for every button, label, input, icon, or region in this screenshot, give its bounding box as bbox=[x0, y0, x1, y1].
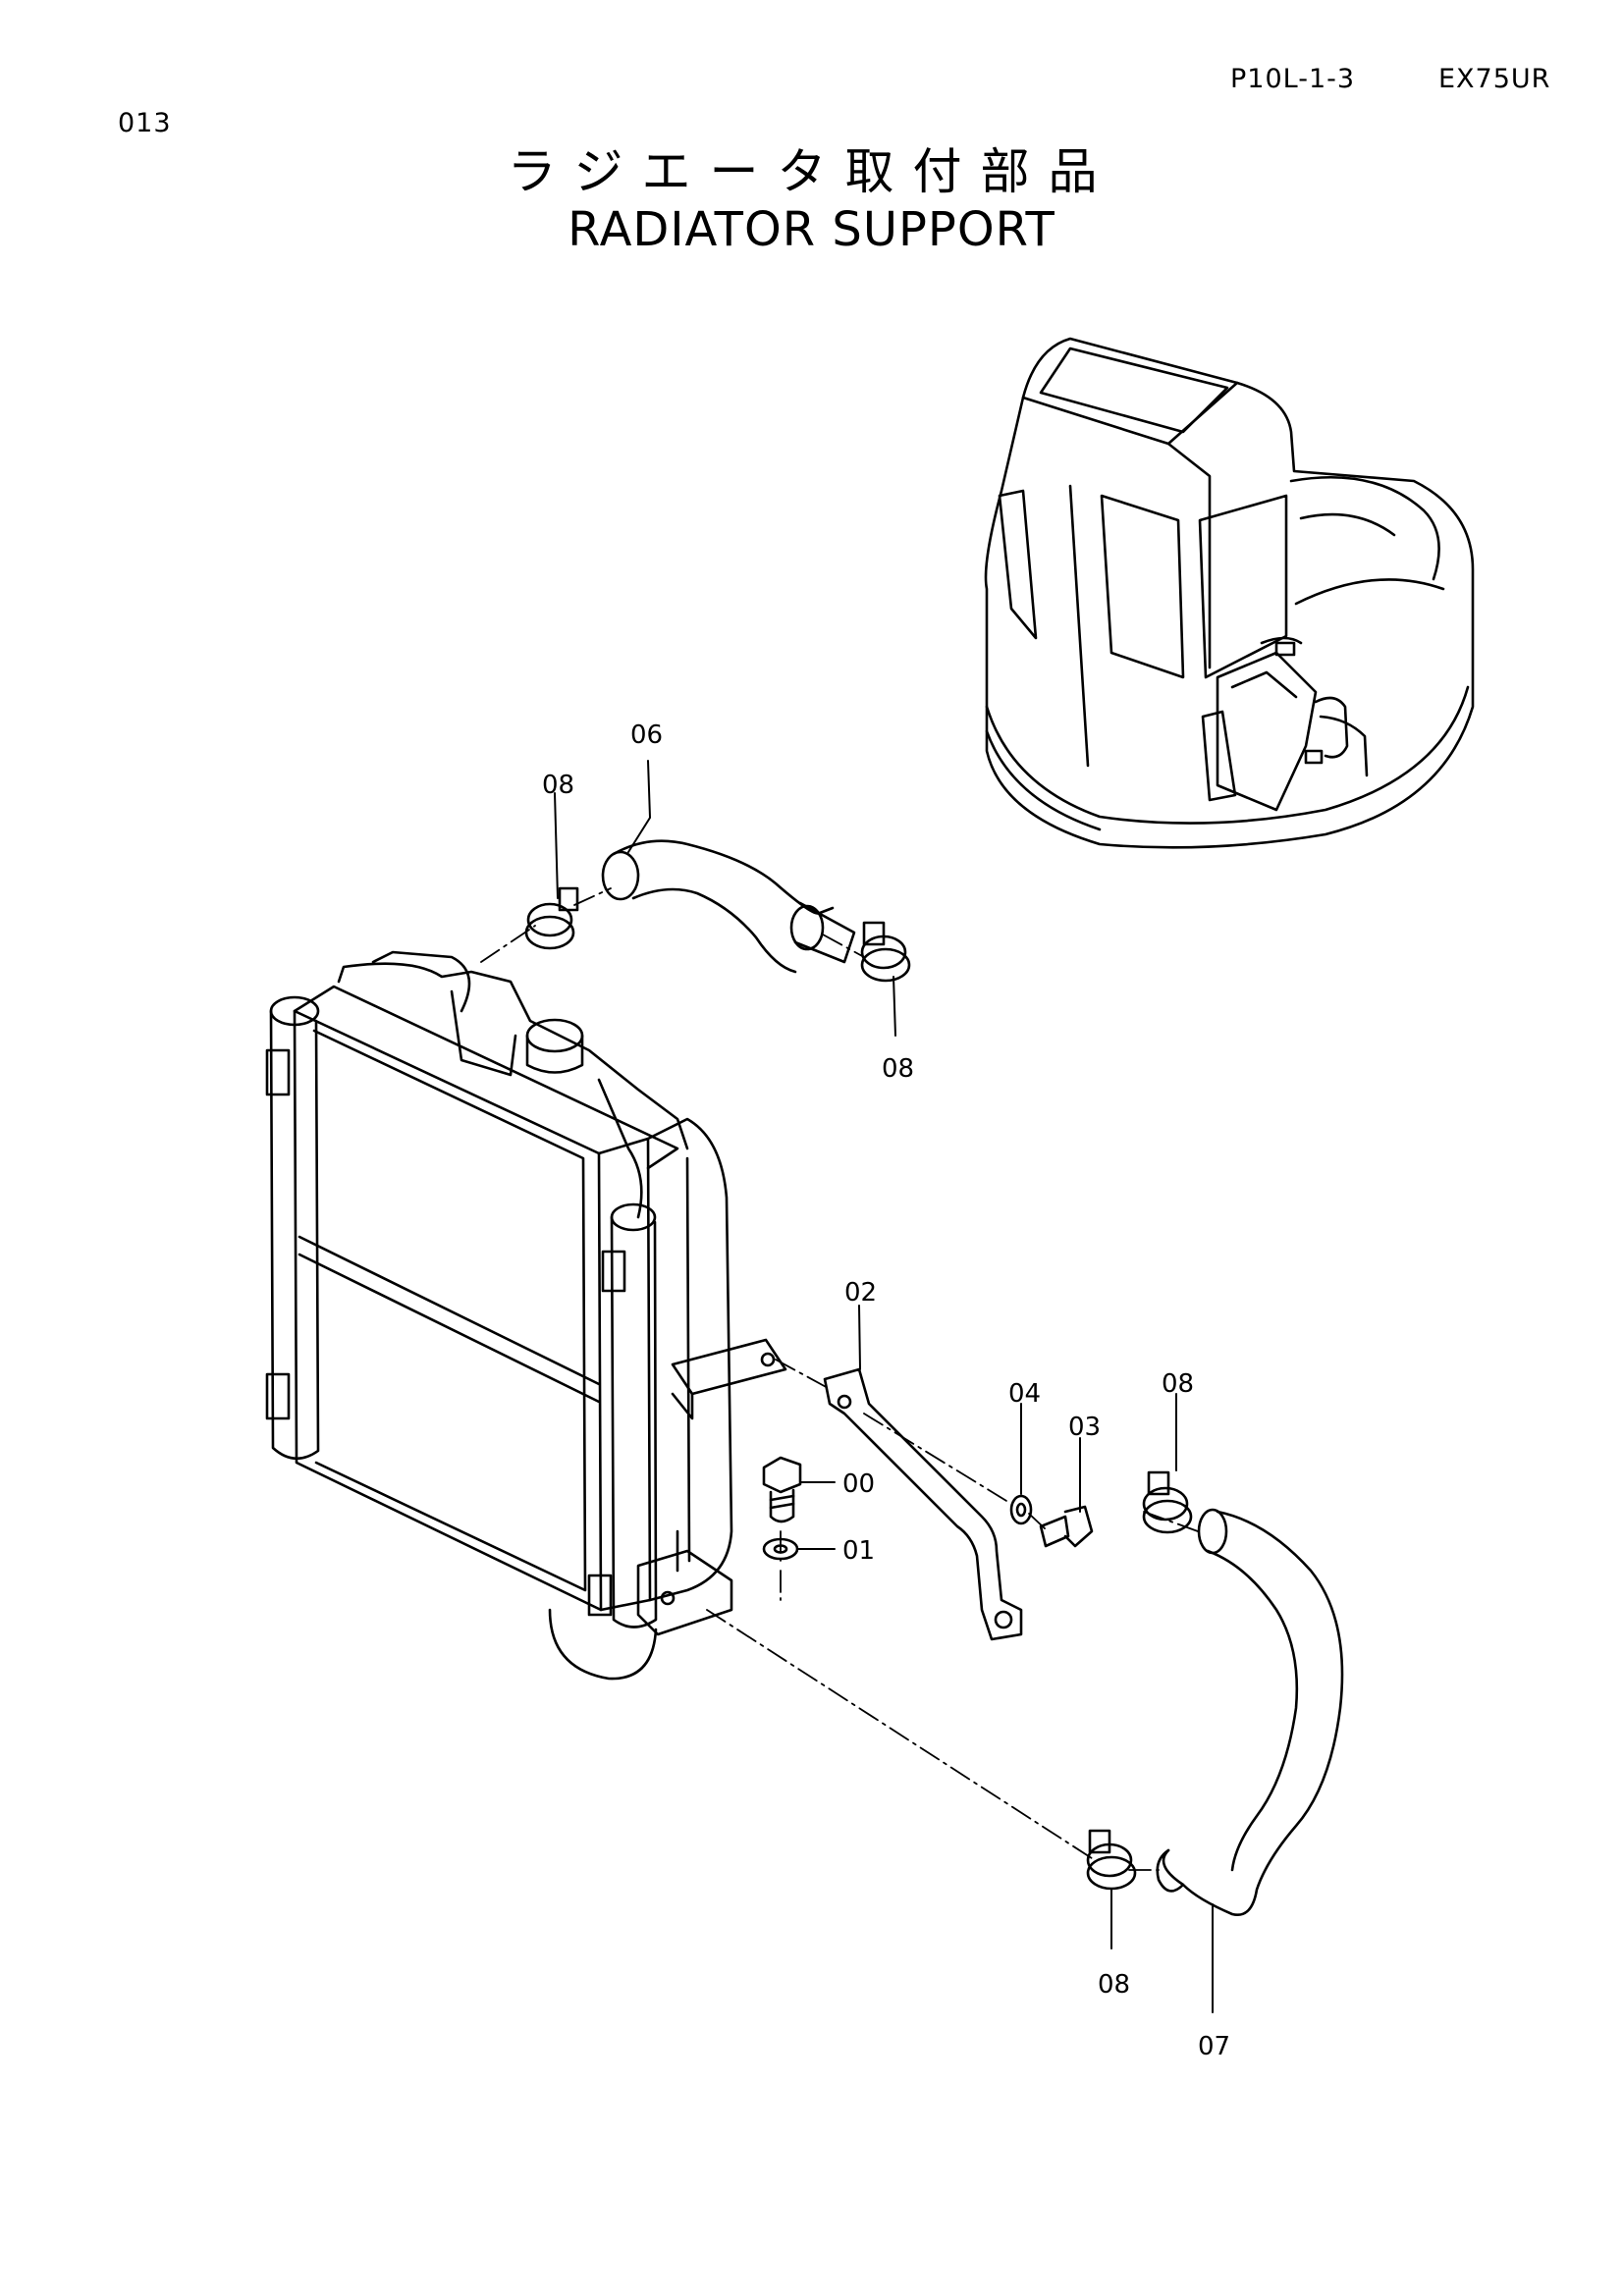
callout-washer-bracket: 01 bbox=[842, 1536, 875, 1566]
bolt-00-illustration bbox=[762, 1456, 802, 1523]
machine-overview-illustration bbox=[984, 337, 1475, 849]
model-name: EX75UR bbox=[1438, 64, 1551, 94]
washer-04-illustration bbox=[1009, 1494, 1033, 1525]
title-english: RADIATOR SUPPORT bbox=[568, 202, 1055, 257]
clamp-upper-left bbox=[524, 886, 579, 950]
callout-clamp-lower-top: 08 bbox=[1162, 1369, 1194, 1399]
page-code: P10L-1-3 bbox=[1230, 64, 1356, 94]
callout-stay: 02 bbox=[844, 1278, 877, 1308]
stay-bar-illustration bbox=[823, 1367, 1023, 1641]
callout-hose-upper: 06 bbox=[630, 721, 663, 750]
radiator-illustration bbox=[265, 950, 787, 1681]
assembly-lines bbox=[480, 887, 1199, 1871]
clamp-lower-top bbox=[1142, 1470, 1193, 1534]
callout-bolt-bracket: 00 bbox=[842, 1469, 875, 1499]
callout-bolt-stay: 03 bbox=[1068, 1413, 1101, 1442]
callout-washer-small: 04 bbox=[1008, 1379, 1041, 1409]
clamp-lower-bottom bbox=[1086, 1829, 1137, 1891]
title-japanese: ラジエータ取付部品 bbox=[507, 143, 1116, 200]
bolt-03-illustration bbox=[1039, 1505, 1094, 1548]
clamp-upper-right bbox=[860, 921, 911, 983]
section-number: 013 bbox=[118, 108, 172, 138]
upper-hose-illustration bbox=[601, 839, 856, 974]
callout-hose-lower: 07 bbox=[1198, 2032, 1230, 2061]
callout-clamp-upper-left: 08 bbox=[542, 771, 574, 800]
callout-clamp-upper-right: 08 bbox=[882, 1054, 914, 1084]
lower-hose-illustration bbox=[1156, 1508, 1344, 1916]
leader-lines bbox=[554, 760, 1214, 2013]
callout-clamp-lower-bottom: 08 bbox=[1098, 1970, 1130, 2000]
